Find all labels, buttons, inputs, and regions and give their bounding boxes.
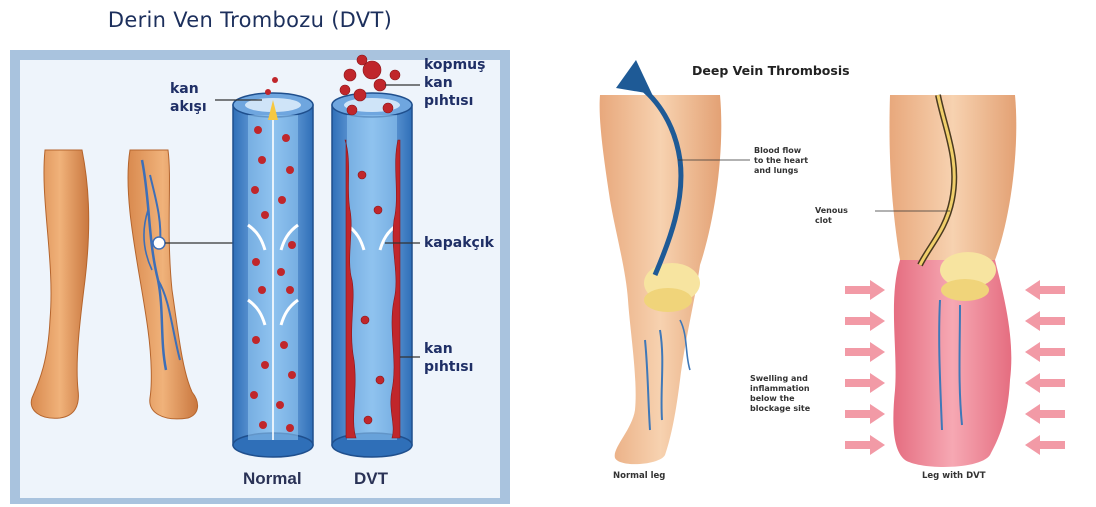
label-normal: Normal: [243, 469, 302, 489]
label-kapakcik: kapakçık: [424, 234, 494, 252]
label-kopmus-kan-pihtisi: kopmuş kan pıhtısı: [424, 56, 485, 110]
normal-vein-tube: [233, 77, 313, 457]
vein-callout-circle: [153, 237, 165, 249]
annotation-swelling: Swelling and inflammation below the bloc…: [750, 374, 810, 414]
turkish-dvt-diagram: Derin Ven Trombozu (DVT): [0, 0, 520, 507]
label-kan-pihtisi: kan pıhtısı: [424, 340, 473, 376]
english-diagram-title: Deep Vein Thrombosis: [692, 63, 850, 78]
label-dvt: DVT: [354, 469, 388, 489]
swelling-arrows-left: [845, 280, 885, 455]
normal-leg: [600, 95, 722, 464]
annotation-venous-clot: Venous clot: [815, 206, 848, 226]
english-dvt-diagram: Deep Vein Thrombosis Blood flow to the h…: [520, 0, 1096, 507]
swelling-arrows-right: [1025, 280, 1065, 455]
annotation-blood-flow: Blood flow to the heart and lungs: [754, 146, 808, 176]
caption-dvt-leg: Leg with DVT: [922, 471, 986, 481]
dvt-leg: [889, 95, 1016, 467]
caption-normal-leg: Normal leg: [613, 471, 665, 481]
dvt-vein-tube: [332, 55, 412, 457]
label-kan-akisi: kan akışı: [170, 80, 207, 116]
